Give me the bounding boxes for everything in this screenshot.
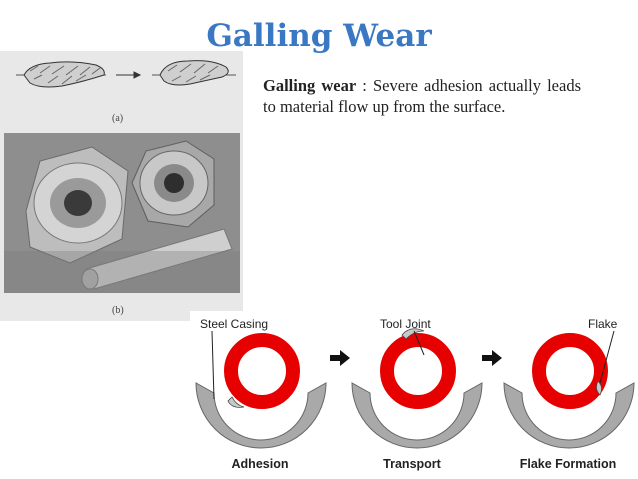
stage-label-transport: Transport [383,457,441,471]
stage-flake-formation: Flake Flake Formation [503,317,635,471]
slide-title: Galling Wear [206,18,432,54]
transported-material [401,328,425,340]
tool-joint-ring-1 [224,333,300,409]
stage-label-flake-formation: Flake Formation [520,457,617,471]
arrow-right-icon [482,350,502,366]
stage-adhesion: Steel Casing Adhesion [195,317,327,471]
term-separator: : [356,76,373,95]
nut-bolt-photo-b [4,133,240,293]
stage-label-adhesion: Adhesion [232,457,289,471]
galling-description: Galling wear : Severe adhesion actually … [263,75,581,117]
flake-particle [596,380,602,396]
wear-sketch-a [16,60,236,88]
label-steel-casing: Steel Casing [200,317,268,331]
adhesion-junction [227,396,245,408]
galling-photo: (a) (b) [0,51,243,321]
label-b: (b) [112,305,124,316]
stage-transport: Tool Joint Transport [351,317,483,471]
flake-leader [599,330,615,384]
arrow-right-icon [330,350,350,366]
label-flake: Flake [588,317,618,331]
casing-arc-3 [503,382,635,449]
casing-arc-1 [195,382,327,449]
galling-mechanism-diagram: Steel Casing Adhesion Tool Joint Transpo… [190,311,638,479]
label-a: (a) [112,113,123,124]
galling-term: Galling wear [263,76,357,95]
casing-arc-2 [351,382,483,449]
tool-joint-leader [413,330,425,356]
galling-definition: Severe adhesion actually leads to materi… [263,76,581,116]
label-tool-joint: Tool Joint [380,317,431,331]
tool-joint-ring-3 [532,333,608,409]
steel-casing-leader [211,330,215,400]
